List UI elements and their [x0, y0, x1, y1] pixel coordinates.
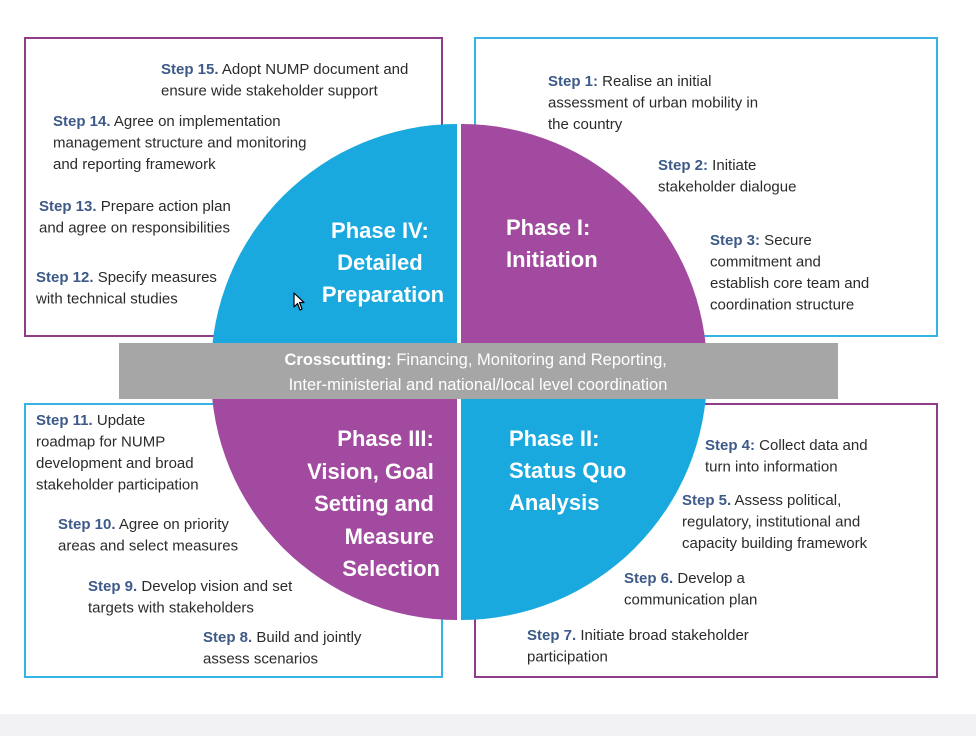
phase-3-quadrant — [211, 374, 457, 620]
step-number: Step 4: — [705, 437, 755, 454]
step-text-line: stakeholder participation — [36, 477, 199, 494]
step-11-text: Step 11. Update roadmap for NUMP developme… — [36, 412, 199, 494]
step-number: Step 3: — [710, 232, 760, 249]
step-number: Step 12. — [36, 269, 94, 286]
step-text-line: Realise an initial — [598, 73, 711, 90]
step-number: Step 6. — [624, 570, 673, 587]
step-text-line: Update — [93, 412, 146, 429]
phase-4-title-line: Preparation — [322, 282, 444, 307]
step-text-line: targets with stakeholders — [88, 600, 254, 617]
step-4-text: Step 4: Collect data and turn into inform… — [705, 437, 868, 476]
phase-4-title-line: Phase IV: — [331, 218, 429, 243]
phase-2-title: Phase II: Status Quo Analysis — [509, 426, 632, 515]
step-text-line: participation — [527, 649, 608, 666]
phase-2-title-line: Status Quo — [509, 458, 626, 483]
step-text-line: Develop vision and set — [137, 578, 293, 595]
step-number: Step 14. — [53, 113, 111, 130]
step-text-line: roadmap for NUMP — [36, 434, 165, 451]
steps-layer: Step 1: Realise an initial assessment of … — [35, 61, 869, 668]
step-number: Step 10. — [58, 516, 116, 533]
step-text-line: Collect data and — [755, 437, 868, 454]
phase-3-title-line: Vision, Goal — [307, 459, 434, 484]
step-text-line: Initiate broad stakeholder — [576, 627, 749, 644]
step-text-line: and reporting framework — [53, 156, 216, 173]
step-text-line: establish core team and — [710, 275, 869, 292]
step-number: Step 13. — [39, 198, 97, 215]
phase-2-quadrant — [461, 374, 707, 620]
phase-1-title-line: Initiation — [506, 247, 598, 272]
step-text-line: Assess political, — [731, 492, 841, 509]
step-number: Step 7. — [527, 627, 576, 644]
step-2-text: Step 2: Initiate stakeholder dialogue — [658, 157, 796, 196]
step-text-line: and agree on responsibilities — [39, 220, 230, 237]
step-8-text: Step 8. Build and jointly assess scenario… — [203, 629, 362, 668]
step-text-line: Initiate — [708, 157, 756, 174]
phase-3-title-line: Measure — [345, 524, 434, 549]
step-text-line: turn into information — [705, 459, 838, 476]
step-text-line: Specify measures — [94, 269, 217, 286]
step-text-line: stakeholder dialogue — [658, 179, 796, 196]
step-number: Step 11. — [36, 412, 93, 429]
phase-4-title-line: Detailed — [337, 250, 423, 275]
step-text-line: Agree on implementation — [111, 113, 281, 130]
step-7-text: Step 7. Initiate broad stakeholder partic… — [527, 627, 749, 666]
bottom-strip — [0, 714, 976, 736]
phase-1-title-line: Phase I: — [506, 215, 590, 240]
step-10-text: Step 10. Agree on priority areas and sele… — [58, 516, 238, 555]
step-number: Step 5. — [682, 492, 731, 509]
step-12-text: Step 12. Specify measures with technical … — [35, 269, 217, 308]
step-text-line: with technical studies — [35, 291, 178, 308]
step-6-text: Step 6. Develop a communication plan — [624, 570, 757, 609]
step-text-line: ensure wide stakeholder support — [161, 83, 379, 100]
crosscutting-band — [119, 343, 838, 399]
step-13-text: Step 13. Prepare action plan and agree on… — [39, 198, 231, 237]
step-text-line: management structure and monitoring — [53, 135, 306, 152]
phase-1-title: Phase I: Initiation — [506, 215, 598, 272]
step-text-line: the country — [548, 116, 623, 133]
step-text-line: Agree on priority — [116, 516, 230, 533]
step-3-text: Step 3: Secure commitment and establish co… — [710, 232, 869, 314]
phase-2-title-line: Analysis — [509, 490, 600, 515]
step-text-line: capacity building framework — [682, 535, 868, 552]
crosscutting-line-2: Inter-ministerial and national/local lev… — [289, 376, 668, 394]
step-5-text: Step 5. Assess political, regulatory, ins… — [682, 492, 868, 552]
step-text-line: assessment of urban mobility in — [548, 95, 758, 112]
step-text-line: Adopt NUMP document and — [219, 61, 409, 78]
step-text-line: development and broad — [36, 455, 194, 472]
phase-3-title-line: Selection — [342, 556, 440, 581]
step-9-text: Step 9. Develop vision and set targets wi… — [88, 578, 293, 617]
step-number: Step 2: — [658, 157, 708, 174]
step-number: Step 9. — [88, 578, 137, 595]
phase-1-quadrant — [461, 124, 707, 370]
step-text-line: assess scenarios — [203, 651, 318, 668]
phase-3-title-line: Setting and — [314, 491, 434, 516]
step-text-line: regulatory, institutional and — [682, 514, 860, 531]
step-number: Step 8. — [203, 629, 252, 646]
step-text-line: communication plan — [624, 592, 757, 609]
phase-4-title: Phase IV: Detailed Preparation — [322, 218, 444, 307]
step-text-line: areas and select measures — [58, 538, 238, 555]
phase-3-title-line: Phase III: — [337, 426, 434, 451]
step-number: Step 1: — [548, 73, 598, 90]
crosscutting-line-1: Financing, Monitoring and Reporting, — [392, 351, 667, 369]
mouse-pointer-icon — [293, 292, 305, 311]
step-text-line: Develop a — [673, 570, 745, 587]
step-text-line: commitment and — [710, 254, 821, 271]
step-14-text: Step 14. Agree on implementation manageme… — [53, 113, 306, 173]
step-15-text: Step 15. Adopt NUMP document and ensure w… — [161, 61, 408, 100]
step-text-line: Build and jointly — [252, 629, 362, 646]
phase-4-quadrant — [211, 124, 457, 370]
step-number: Step 15. — [161, 61, 219, 78]
svg-text:Crosscutting: Financing, Monit: Crosscutting: Financing, Monitoring and … — [284, 351, 671, 394]
step-text-line: Prepare action plan — [97, 198, 231, 215]
phase-2-title-line: Phase II: — [509, 426, 599, 451]
step-text-line: Secure — [760, 232, 812, 249]
step-1-text: Step 1: Realise an initial assessment of … — [548, 73, 758, 133]
phase-3-title: Phase III: Vision, Goal Setting and Meas… — [307, 426, 440, 581]
crosscutting-label: Crosscutting: — [284, 351, 391, 369]
step-text-line: coordination structure — [710, 297, 854, 314]
